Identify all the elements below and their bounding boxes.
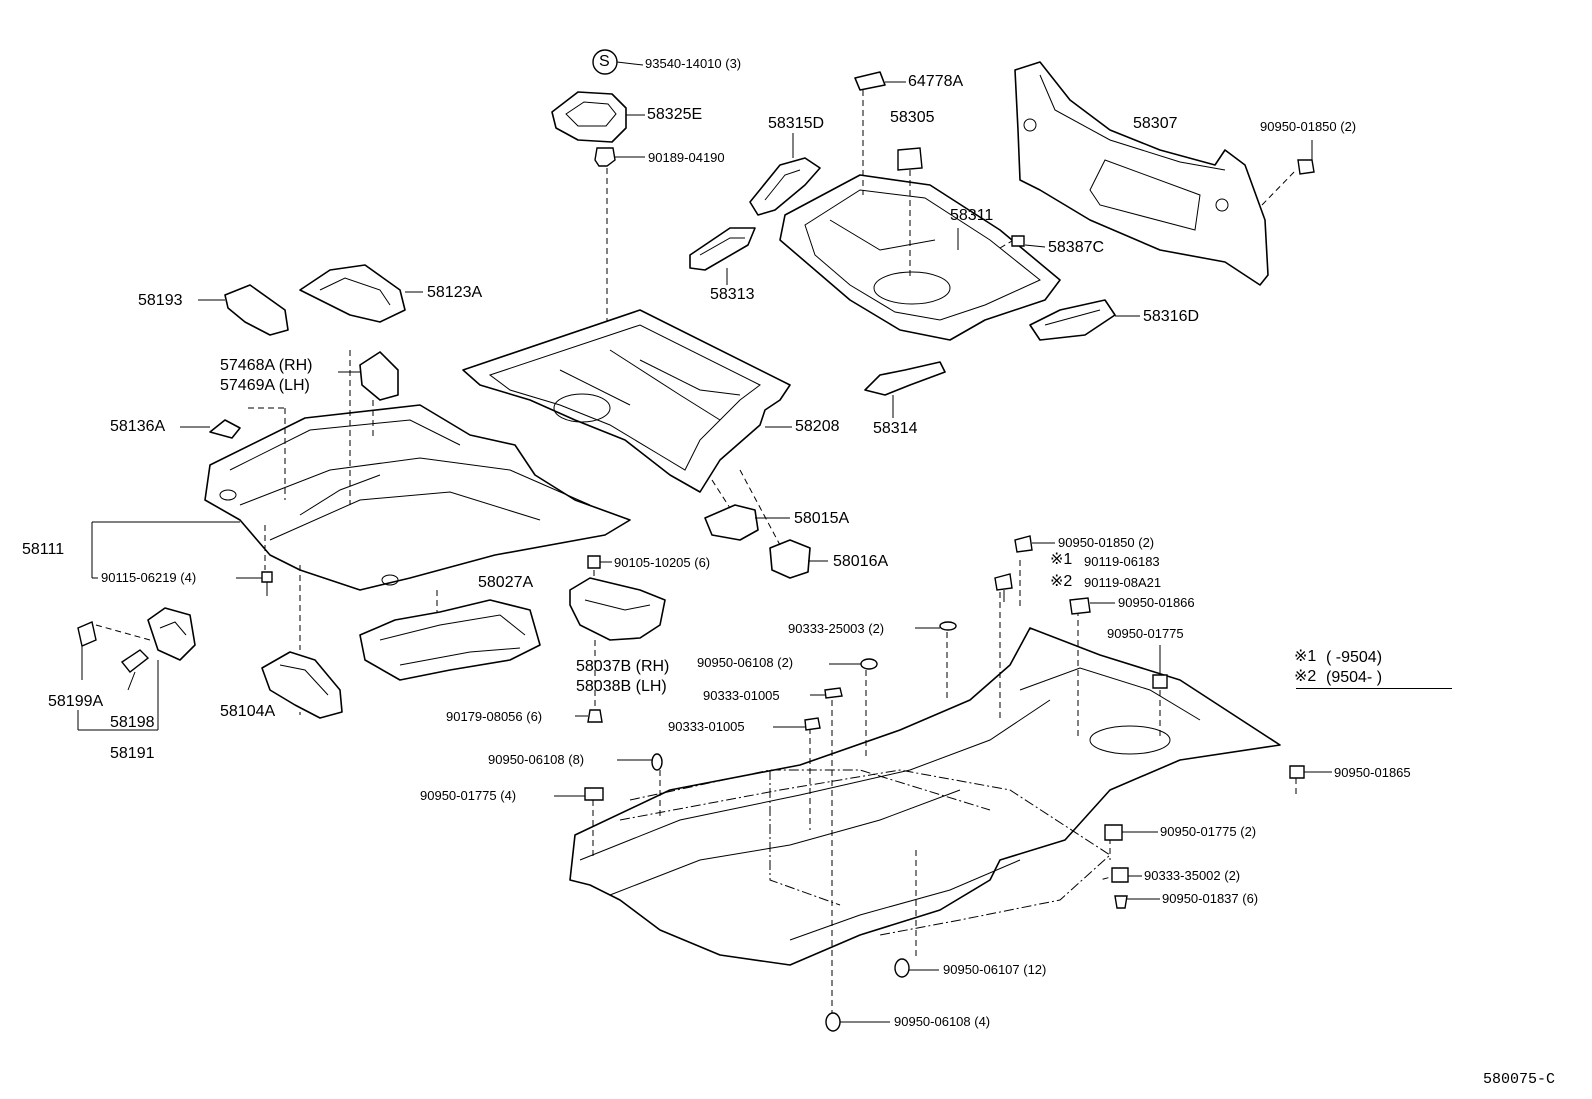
label-58199A: 58199A <box>48 693 104 710</box>
label-58313: 58313 <box>710 286 755 303</box>
label-64778A: 64778A <box>908 73 964 90</box>
diagram-code: 580075-C <box>1483 1071 1556 1088</box>
label-90179-08056: 90179-08056 (6) <box>446 709 543 724</box>
note1-marker: ※1 <box>1294 648 1317 665</box>
label-58316D: 58316D <box>1143 308 1200 325</box>
part-58208-drawing <box>462 309 792 493</box>
label-93540-14010: 93540-14010 (3) <box>645 56 742 71</box>
label-90950-06108-4: 90950-06108 (4) <box>894 1014 991 1029</box>
label-90950-01775-4: 90950-01775 (4) <box>420 788 517 803</box>
note1-range: ( -9504) <box>1326 649 1383 666</box>
label-57469A: 57469A (LH) <box>220 377 310 394</box>
label-90950-01865: 90950-01865 <box>1334 765 1411 780</box>
part-58315D-58313-drawing <box>689 133 821 285</box>
label-90950-01837: 90950-01837 (6) <box>1162 891 1259 906</box>
label-90950-06108-2: 90950-06108 (2) <box>697 655 794 670</box>
label-90950-01850-mid: 90950-01850 (2) <box>1058 535 1155 550</box>
part-58015A-58016A-drawing <box>704 469 828 579</box>
label-58104A: 58104A <box>220 703 276 720</box>
part-58111-drawing <box>91 350 631 650</box>
note2-marker-a: ※2 <box>1050 573 1073 590</box>
label-90333-01005-a: 90333-01005 <box>703 688 780 703</box>
label-90950-01775-2: 90950-01775 (2) <box>1160 824 1257 839</box>
label-90950-01775-right: 90950-01775 <box>1107 626 1184 641</box>
label-90105-10205: 90105-10205 (6) <box>614 555 711 570</box>
note1-marker-a: ※1 <box>1050 551 1073 568</box>
label-90115-06219: 90115-06219 (4) <box>101 570 197 585</box>
label-58193: 58193 <box>138 292 183 309</box>
part-58027A-58037B-drawing <box>359 555 666 723</box>
label-58208: 58208 <box>795 418 840 435</box>
label-58136A: 58136A <box>110 418 166 435</box>
note2-range: (9504- ) <box>1326 669 1383 686</box>
label-58037B: 58037B (RH) <box>576 658 670 675</box>
underbody-drawing <box>554 535 1332 1032</box>
label-58016A: 58016A <box>833 553 889 570</box>
label-58123A: 58123A <box>427 284 483 301</box>
part-58104A-drawing <box>261 651 343 719</box>
part-58191-drawing <box>77 607 196 731</box>
part-58316D-58314-drawing <box>864 299 1140 418</box>
label-58311: 58311 <box>950 207 994 224</box>
label-90333-35002: 90333-35002 (2) <box>1144 868 1241 883</box>
part-58311-drawing <box>779 71 1061 341</box>
part-58193-58123A-57468A-drawing <box>180 264 423 439</box>
label-90119-06183: 90119-06183 <box>1084 554 1160 569</box>
label-58307: 58307 <box>1133 115 1178 132</box>
label-58387C: 58387C <box>1048 239 1105 256</box>
label-58305: 58305 <box>890 109 935 126</box>
label-90333-01005-b: 90333-01005 <box>668 719 745 734</box>
label-58325E: 58325E <box>647 106 703 123</box>
label-90950-06108-8: 90950-06108 (8) <box>488 752 585 767</box>
label-90950-06107: 90950-06107 (12) <box>943 962 1047 977</box>
label-90950-01866: 90950-01866 <box>1118 595 1195 610</box>
label-90950-01850-top: 90950-01850 (2) <box>1260 119 1357 134</box>
s-marker: S <box>599 53 610 70</box>
label-58315D: 58315D <box>768 115 825 132</box>
label-90189-04190: 90189-04190 <box>648 150 725 165</box>
note2-marker: ※2 <box>1294 668 1317 685</box>
label-58314: 58314 <box>873 420 918 437</box>
label-58191: 58191 <box>110 745 155 762</box>
label-57468A: 57468A (RH) <box>220 357 313 374</box>
label-58015A: 58015A <box>794 510 850 527</box>
label-58027A: 58027A <box>478 574 534 591</box>
label-90119-08A21: 90119-08A21 <box>1084 575 1162 590</box>
label-90333-25003: 90333-25003 (2) <box>788 621 885 636</box>
label-58198: 58198 <box>110 714 155 731</box>
label-58111: 58111 <box>22 541 65 558</box>
label-58038B: 58038B (LH) <box>576 678 667 695</box>
note-underline <box>1296 688 1452 689</box>
part-58307-drawing <box>1014 61 1315 286</box>
part-58325E-drawing <box>551 49 645 405</box>
